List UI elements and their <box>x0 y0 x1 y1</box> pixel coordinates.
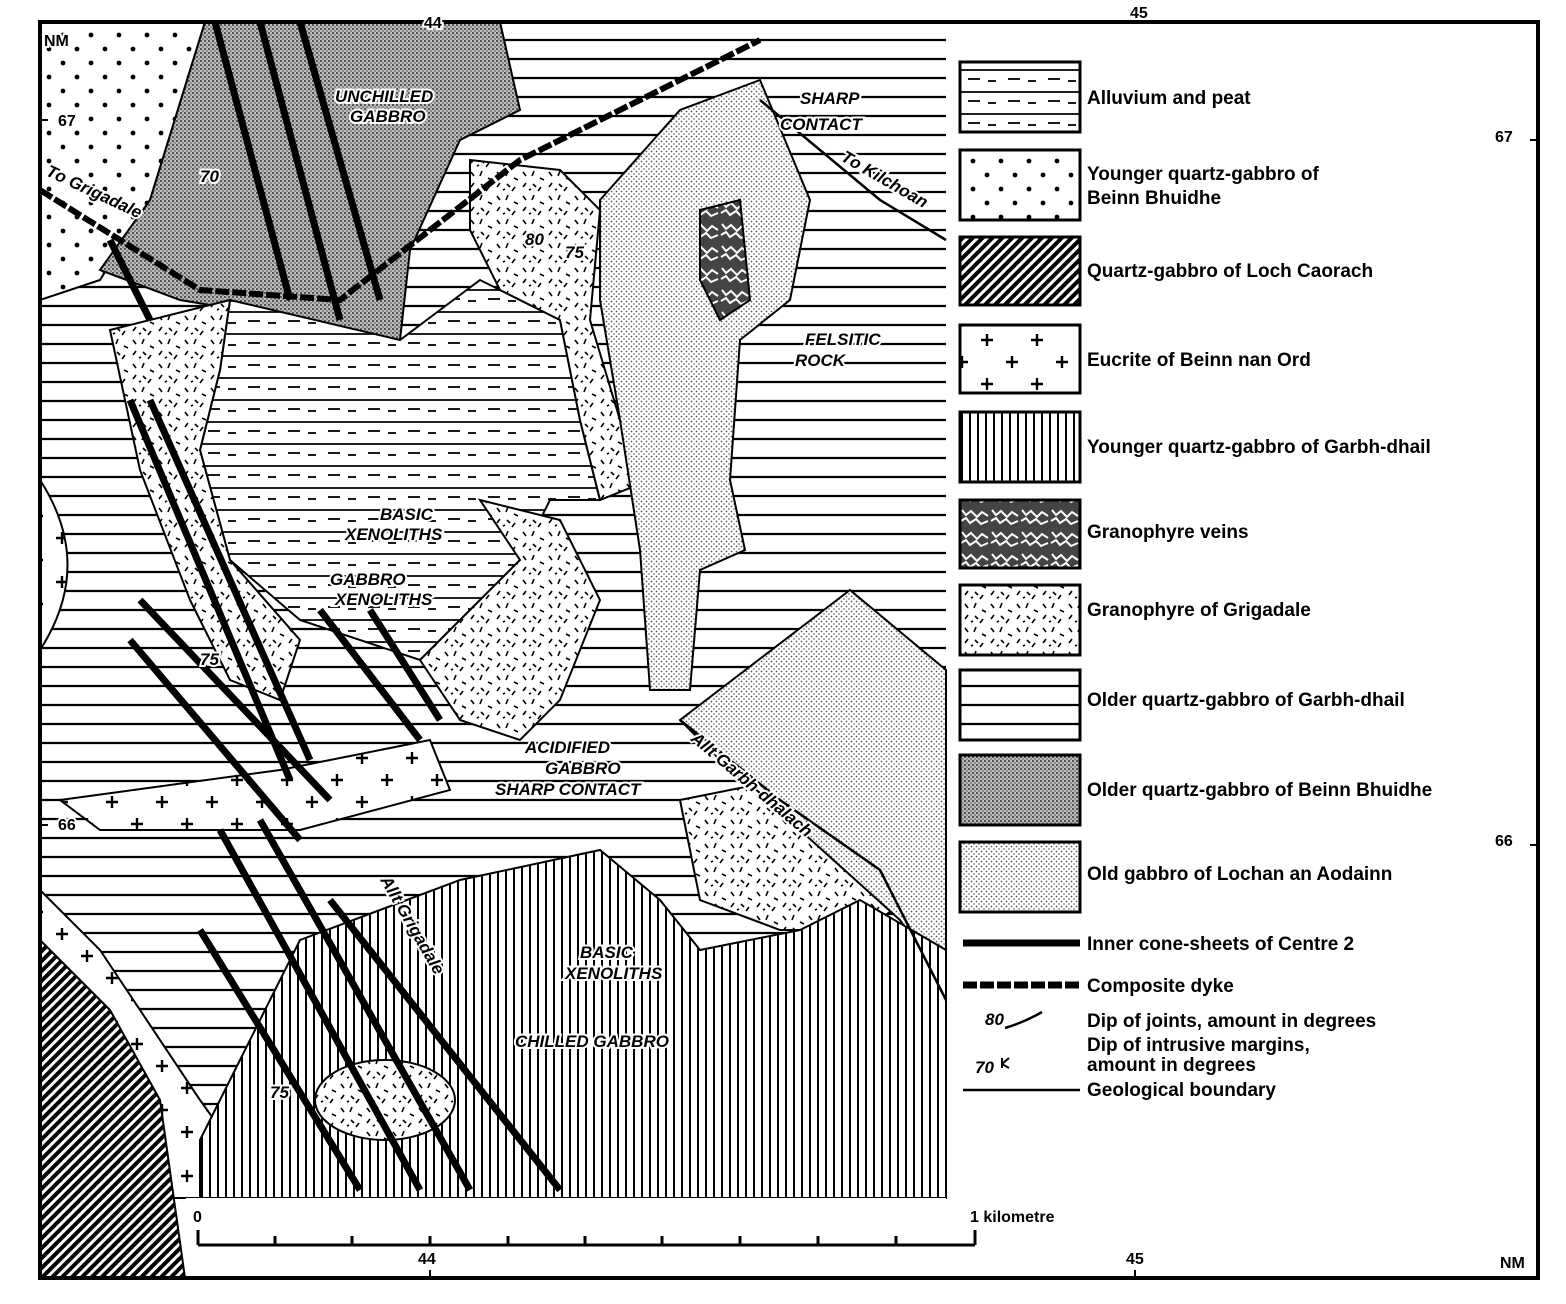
svg-text:Younger quartz-gabbro of: Younger quartz-gabbro of <box>1087 164 1320 185</box>
granophyre-area-west <box>108 298 302 702</box>
scale-area-blank <box>186 1198 946 1278</box>
composite-dyke <box>38 37 762 304</box>
label-chilled-gabbro: CHILLED GABBRO <box>515 1032 669 1051</box>
road-to-kilchoan <box>759 99 947 242</box>
label-sharp-contact: SHARP CONTACT <box>495 780 642 799</box>
svg-text:Alluvium and peat: Alluvium and peat <box>1087 88 1251 109</box>
legend-item-alluvium: Alluvium and peat <box>958 60 1251 134</box>
legend: Alluvium and peat Younger quartz-gabbro … <box>958 60 1432 1101</box>
legend-item-younger-qg-beinn-bhuidhe: Younger quartz-gabbro of Beinn Bhuidhe <box>958 148 1320 222</box>
grid-northing-67-left: 67 <box>58 113 76 130</box>
grid-northing-66-right: 66 <box>1495 833 1513 850</box>
svg-text:Inner cone-sheets of Centre 2: Inner cone-sheets of Centre 2 <box>1087 934 1354 955</box>
svg-text:Dip of intrusive margins,: Dip of intrusive margins, <box>1087 1035 1310 1056</box>
svg-text:Old gabbro of Lochan an Aodain: Old gabbro of Lochan an Aodainn <box>1087 864 1392 885</box>
svg-text:Granophyre of Grigadale: Granophyre of Grigadale <box>1087 600 1311 621</box>
granophyre-area-south <box>314 1059 456 1141</box>
grid-easting-45-bottom: 45 <box>1126 1251 1144 1268</box>
svg-text:Eucrite of Beinn nan Ord: Eucrite of Beinn nan Ord <box>1087 350 1311 371</box>
label-unchilled-gabbro: GABBRO <box>350 107 426 126</box>
label-gabbro-xenoliths: XENOLITHS <box>334 590 433 609</box>
dip-value: 70 <box>200 167 219 186</box>
granophyre-area-north <box>469 158 652 502</box>
svg-text:Beinn Bhuidhe: Beinn Bhuidhe <box>1087 188 1221 209</box>
svg-text:Dip of joints, amount in degre: Dip of joints, amount in degrees <box>1087 1011 1376 1032</box>
grid-easting-44-bottom: 44 <box>418 1251 436 1268</box>
svg-text:Younger quartz-gabbro of Garbh: Younger quartz-gabbro of Garbh-dhail <box>1087 437 1431 458</box>
svg-text:Granophyre veins: Granophyre veins <box>1087 522 1249 543</box>
old-gabbro-lochan-an-aodainn-area <box>599 78 812 691</box>
legend-item-granophyre-veins: Granophyre veins <box>958 498 1249 570</box>
legend-joint-dip: 80 Dip of joints, amount in degrees <box>985 1010 1376 1032</box>
grid-northing-67-right: 67 <box>1495 129 1513 146</box>
label-felsitic: FELSITIC <box>805 330 881 349</box>
legend-item-granophyre-grigadale: Granophyre of Grigadale <box>958 583 1311 657</box>
svg-text:Older quartz-gabbro of Beinn B: Older quartz-gabbro of Beinn Bhuidhe <box>1087 780 1432 801</box>
dip-value: 75 <box>200 650 219 669</box>
legend-geological-boundary: Geological boundary <box>963 1080 1276 1101</box>
label-acidified-gabbro: GABBRO <box>545 759 621 778</box>
grid-ref-nm-bottom: NM <box>1500 1255 1525 1272</box>
svg-text:80: 80 <box>985 1010 1004 1029</box>
grid-ref-nm-top: NM <box>44 33 69 50</box>
stream-allt-garbh-dhalach <box>679 719 948 1001</box>
svg-text:Geological boundary: Geological boundary <box>1087 1080 1276 1101</box>
dip-value: 75 <box>270 1083 289 1102</box>
legend-item-old-gabbro-lochan: Old gabbro of Lochan an Aodainn <box>958 840 1392 914</box>
legend-item-older-qg-garbh-dhail: Older quartz-gabbro of Garbh-dhail <box>958 668 1405 742</box>
label-xenoliths-2: XENOLITHS <box>564 964 663 983</box>
label-xenoliths: XENOLITHS <box>344 525 443 544</box>
scale-bar: 0 1 kilometre <box>193 1209 1055 1247</box>
eucrite-area-west <box>39 476 69 654</box>
dip-value: 75 <box>565 243 584 262</box>
granophyre-area-central <box>418 498 602 742</box>
svg-text:Older quartz-gabbro of Garbh-d: Older quartz-gabbro of Garbh-dhail <box>1087 690 1405 711</box>
map-body <box>39 21 947 1279</box>
legend-composite-dyke: Composite dyke <box>963 976 1234 997</box>
granophyre-veins-area <box>699 198 752 322</box>
grid-easting-45-top: 45 <box>1130 5 1148 22</box>
dip-value: 80 <box>525 230 544 249</box>
cone-sheets <box>106 21 563 1193</box>
label-gabbro: GABBRO <box>330 570 406 589</box>
legend-margin-dip: 70 Dip of intrusive margins,amount in deg… <box>975 1035 1310 1077</box>
label-unchilled: UNCHILLED <box>335 87 433 106</box>
legend-item-younger-qg-garbh-dhail: Younger quartz-gabbro of Garbh-dhail <box>958 410 1431 484</box>
label-basic: BASIC <box>380 505 434 524</box>
label-rock: ROCK <box>795 351 847 370</box>
svg-text:Quartz-gabbro of Loch Caorach: Quartz-gabbro of Loch Caorach <box>1087 261 1373 282</box>
legend-item-loch-caorach: Quartz-gabbro of Loch Caorach <box>958 235 1373 307</box>
legend-item-eucrite: Eucrite of Beinn nan Ord <box>958 323 1311 395</box>
svg-text:70: 70 <box>975 1058 994 1077</box>
grid-northing-66-left: 66 <box>58 817 76 834</box>
label-basic-2: BASIC <box>580 943 634 962</box>
label-contact: CONTACT <box>780 115 863 134</box>
label-sharp: SHARP <box>800 89 860 108</box>
map-frame <box>38 20 1540 1280</box>
legend-item-older-qg-beinn-bhuidhe: Older quartz-gabbro of Beinn Bhuidhe <box>958 753 1432 827</box>
grid-easting-44-top: 44 <box>424 15 442 32</box>
scale-end: 1 kilometre <box>970 1209 1055 1226</box>
label-acidified: ACIDIFIED <box>524 738 610 757</box>
svg-text:amount in degrees: amount in degrees <box>1087 1055 1256 1076</box>
legend-cone-sheets: Inner cone-sheets of Centre 2 <box>963 934 1354 955</box>
svg-text:Composite dyke: Composite dyke <box>1087 976 1234 997</box>
scale-start: 0 <box>193 1209 202 1226</box>
grid-references: NM 44 45 67 67 66 66 44 45 NM <box>40 5 1538 1278</box>
